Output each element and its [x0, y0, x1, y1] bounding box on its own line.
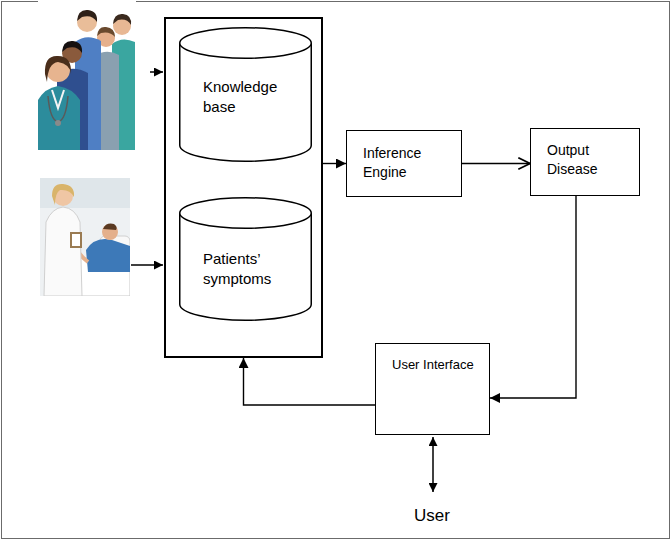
interface-box: User Interface [375, 343, 490, 435]
database-cylinder: Patients’ symptoms [179, 197, 312, 321]
connector-arrow [323, 163, 346, 164]
connector-arrow [490, 196, 576, 398]
input-arrow [131, 264, 163, 266]
cylinder-top [180, 28, 312, 59]
node-text: Patients’ symptoms [203, 249, 295, 290]
connector-arrow [244, 358, 376, 405]
actor-label: User [414, 506, 450, 526]
connector-arrow [462, 163, 530, 164]
user-double-arrow [432, 437, 434, 492]
node-text: Output Disease [547, 141, 631, 179]
patient-nurse-photo [40, 178, 130, 296]
node-text: Inference Engine [363, 144, 453, 182]
database-cylinder: Knowledge base [179, 27, 312, 162]
process-box: Inference Engine [346, 130, 462, 197]
cylinder-body [180, 213, 312, 320]
node-text: Knowledge base [203, 77, 295, 118]
input-arrow [150, 71, 163, 73]
cylinder-body [180, 43, 312, 161]
node-text: User Interface [392, 356, 477, 374]
cylinder-top [180, 198, 312, 229]
medical-staff-photo [38, 0, 136, 150]
output-box: Output Disease [530, 128, 640, 196]
system-container: Knowledge basePatients’ symptoms [164, 17, 323, 358]
